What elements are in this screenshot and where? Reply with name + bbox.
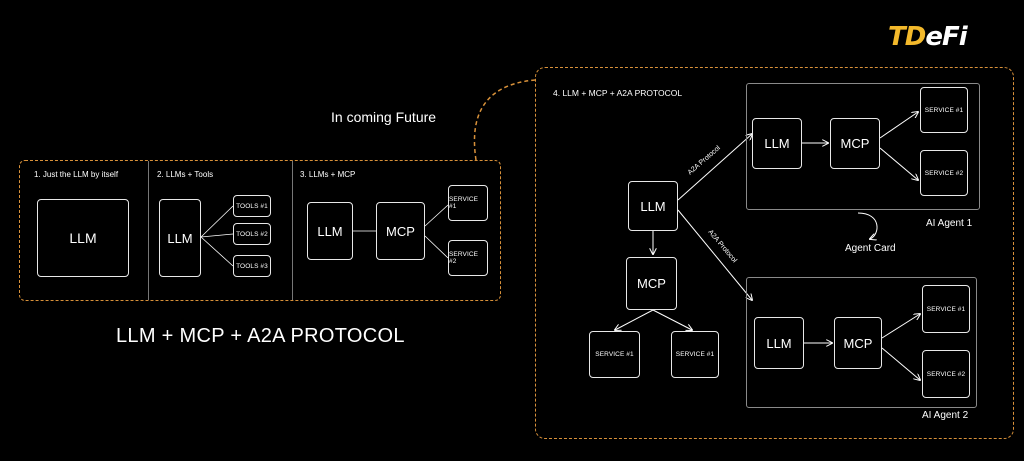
tool-label: TOOLS #3	[236, 262, 268, 270]
panel4-mcp-box: MCP	[626, 257, 677, 310]
agent1-llm-box: LLM	[752, 118, 802, 169]
panel3-service-1: SERVICE #1	[448, 185, 488, 221]
service-label: SERVICE #1	[675, 351, 715, 358]
ai-agent-2-box	[746, 277, 977, 408]
panel1-title: 1. Just the LLM by itself	[34, 170, 119, 179]
panel3-title: 3. LLMs + MCP	[300, 170, 356, 179]
llm-label: LLM	[764, 136, 790, 151]
service-label: SERVICE #1	[449, 196, 479, 210]
panel3-llm-box: LLM	[307, 202, 353, 260]
panel4-service-2: SERVICE #1	[671, 331, 719, 378]
future-panel	[535, 67, 1014, 439]
panel2-title: 2. LLMs + Tools	[157, 170, 214, 179]
ai-agent-1-box	[746, 83, 980, 210]
evolution-panels	[19, 160, 501, 301]
llm-label: LLM	[69, 230, 97, 246]
llm-label: LLM	[167, 230, 193, 246]
mcp-label: MCP	[386, 223, 415, 239]
agent2-service-1: SERVICE #1	[922, 285, 970, 333]
panel1-llm-box: LLM	[37, 199, 129, 277]
main-title: LLM + MCP + A2A PROTOCOL	[116, 325, 405, 347]
panel4-service-1: SERVICE #1	[589, 331, 640, 378]
agent1-name: AI Agent 1	[926, 218, 973, 229]
panel4-llm-box: LLM	[628, 181, 678, 231]
divider-1	[148, 161, 149, 300]
tool-label: TOOLS #2	[236, 230, 268, 238]
tool-box-2: TOOLS #2	[233, 223, 271, 245]
panel4-title: 4. LLM + MCP + A2A PROTOCOL	[553, 88, 683, 98]
service-label: SERVICE #1	[595, 351, 634, 358]
mcp-label: MCP	[840, 136, 870, 151]
llm-label: LLM	[317, 223, 343, 239]
divider-2	[292, 161, 293, 300]
mcp-label: MCP	[637, 276, 666, 291]
llm-label: LLM	[640, 198, 666, 214]
panel2-llm-box: LLM	[159, 199, 201, 277]
agent2-llm-box: LLM	[754, 317, 804, 369]
service-label: SERVICE #2	[926, 370, 966, 378]
future-connector	[473, 79, 536, 161]
agent2-service-2: SERVICE #2	[922, 350, 970, 398]
tool-label: TOOLS #1	[236, 202, 268, 210]
mcp-label: MCP	[843, 335, 873, 351]
llm-label: LLM	[766, 335, 792, 351]
service-label: SERVICE #2	[924, 169, 964, 177]
service-label: SERVICE #2	[449, 251, 479, 265]
agent1-service-1: SERVICE #1	[920, 87, 968, 133]
panel3-service-2: SERVICE #2	[448, 240, 488, 276]
service-label: SERVICE #1	[924, 106, 964, 114]
tdefi-logo: TDeFi	[888, 22, 968, 52]
tool-box-1: TOOLS #1	[233, 195, 271, 217]
agent1-service-2: SERVICE #2	[920, 150, 968, 196]
future-label: In coming Future	[331, 109, 437, 125]
agent-card-label: Agent Card	[845, 243, 896, 254]
panel3-mcp-box: MCP	[376, 202, 425, 260]
agent2-name: AI Agent 2	[922, 410, 969, 421]
tool-box-3: TOOLS #3	[233, 255, 271, 277]
agent1-mcp-box: MCP	[830, 118, 880, 169]
agent2-mcp-box: MCP	[834, 317, 882, 369]
service-label: SERVICE #1	[926, 305, 966, 313]
